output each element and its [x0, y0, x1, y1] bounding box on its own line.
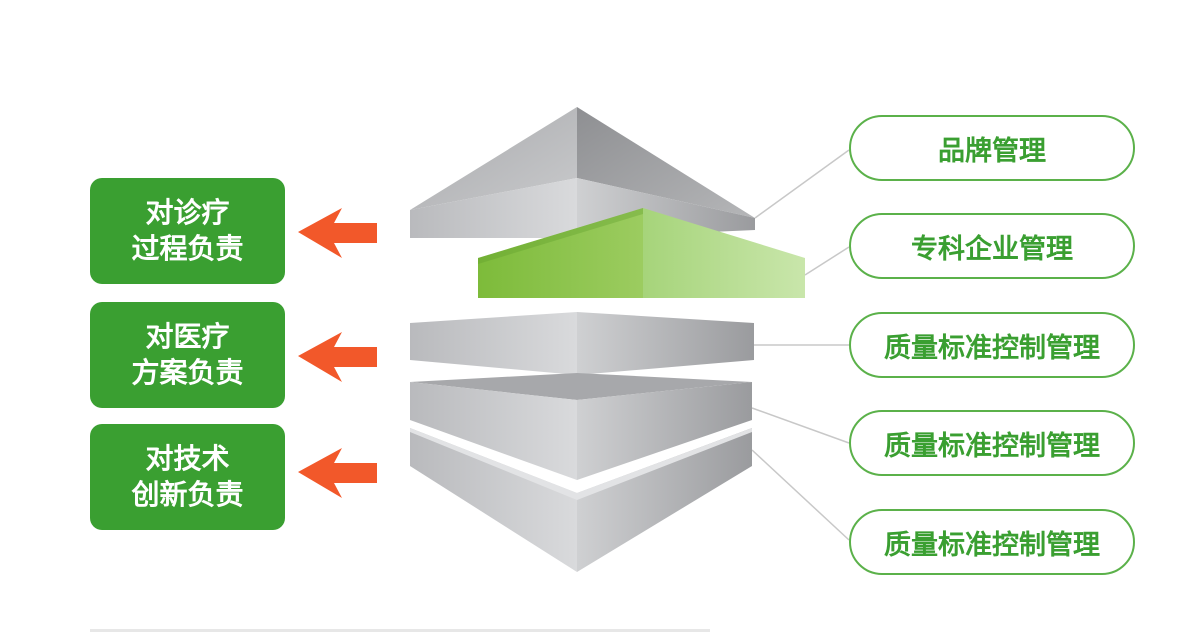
responsibility-label-line2: 方案负责 [131, 356, 244, 389]
bottom-pyramid-layer [410, 428, 752, 572]
middle-slab-layer [410, 312, 754, 375]
management-pill-specialty: 专科企业管理 [849, 213, 1135, 279]
lower-slab-layer [410, 373, 752, 480]
top-cap-layer [410, 107, 755, 238]
responsibility-label-line1: 对医疗 [145, 320, 230, 353]
connector-line [754, 149, 850, 219]
left-arrow-icon [298, 332, 377, 382]
responsibility-box-treatment: 对医疗 方案负责 [90, 302, 285, 408]
management-pill-quality-1: 质量标准控制管理 [849, 312, 1135, 378]
connector-lines [751, 149, 850, 541]
management-pill-quality-3: 质量标准控制管理 [849, 509, 1135, 575]
left-arrow-icon [298, 208, 377, 258]
management-pill-quality-2: 质量标准控制管理 [849, 410, 1135, 476]
left-arrow-icon [298, 448, 377, 498]
responsibility-label-line2: 创新负责 [131, 478, 244, 511]
bottom-divider [90, 629, 710, 632]
connector-line [751, 449, 850, 541]
responsibility-label-line1: 对诊疗 [145, 196, 230, 229]
responsibility-label-line2: 过程负责 [131, 232, 244, 265]
responsibility-label-line1: 对技术 [145, 442, 230, 475]
responsibility-box-diagnosis: 对诊疗 过程负责 [90, 178, 285, 284]
connector-line [804, 246, 850, 276]
connector-line [751, 407, 850, 444]
management-pill-brand: 品牌管理 [849, 115, 1135, 181]
green-layer [478, 208, 805, 298]
responsibility-box-innovation: 对技术 创新负责 [90, 424, 285, 530]
